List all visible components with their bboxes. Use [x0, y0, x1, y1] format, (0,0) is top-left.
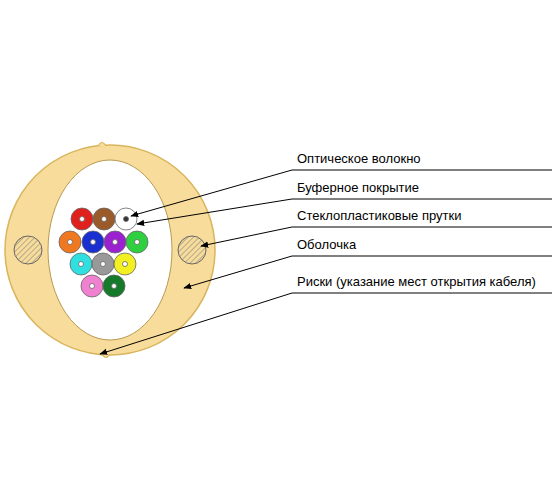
notch: [102, 354, 110, 358]
fibers: [59, 208, 148, 297]
callout-label: Буферное покрытие: [295, 180, 421, 196]
callout-label: Оболочка: [295, 237, 358, 253]
leader-lines: [100, 170, 552, 354]
rod: [178, 236, 206, 264]
sheath: [5, 145, 215, 355]
cavity: [48, 160, 172, 340]
rod: [14, 236, 42, 264]
callout-label: Стеклопластиковые прутки: [295, 208, 463, 224]
notch: [98, 143, 106, 147]
callout-label: Оптическое волокно: [295, 151, 423, 167]
callout-label: Риски (указание мест открытия кабеля): [295, 274, 538, 290]
